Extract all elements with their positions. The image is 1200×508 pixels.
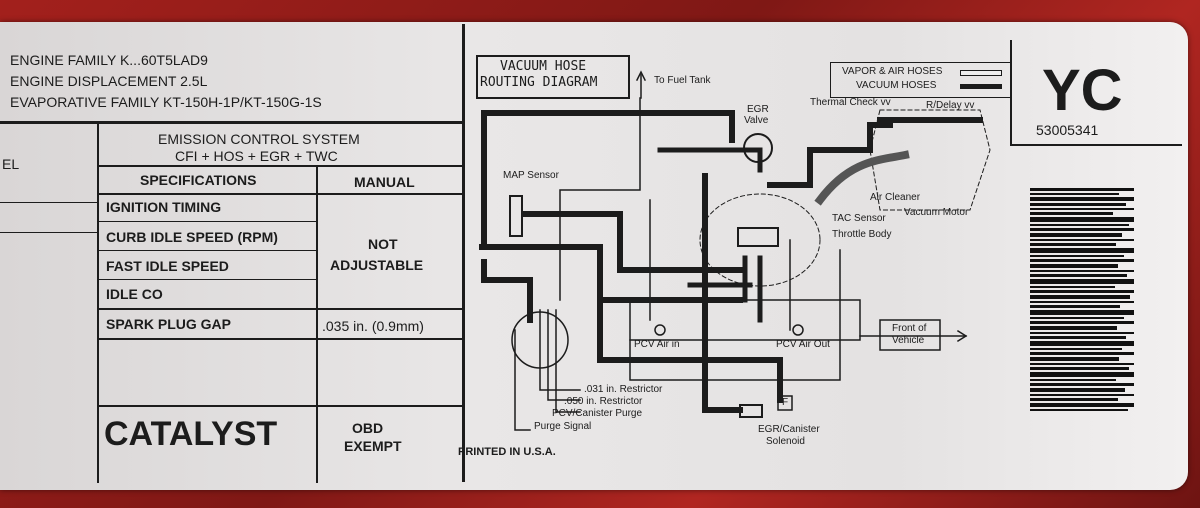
throttle-body-outline [699,193,821,287]
emission-title-line2: CFI + HOS + EGR + TWC [175,148,338,164]
not-adjustable-line2: ADJUSTABLE [330,257,424,273]
fuel-tank-arrow [635,70,647,82]
map-sensor-symbol [509,195,523,237]
engine-family-line: ENGINE FAMILY K...60T5LAD9 [10,52,208,68]
vacuum-hose [481,259,533,323]
table-rule [97,193,462,195]
label-section-divider [462,24,465,482]
egr-valve-label-2: Valve [744,115,769,126]
vacuum-hose [702,173,743,413]
restrictor-031-label: .031 in. Restrictor [584,384,663,395]
legend-vapor-text: VAPOR & AIR HOSES [842,66,943,77]
air-duct [814,150,910,206]
vapor-hose [547,309,581,401]
spark-gap-value: .035 in. (0.9mm) [322,318,424,334]
front-of-vehicle-2: Vehicle [892,335,925,346]
not-adjustable-line1: NOT [368,236,398,252]
egr-valve-label-1: EGR [747,104,769,115]
barcode [1030,188,1134,450]
pcv-canister-purge-label: PCV/Canister Purge [552,408,643,419]
spec-row-idle-co: IDLE CO [106,286,163,302]
left-partial-text: EL [2,156,20,172]
manual-header: MANUAL [354,174,415,190]
f-marker-label: F [782,397,789,408]
table-rule [97,308,462,310]
legend-vacuum-text: VACUUM HOSES [856,80,937,91]
spec-row-curb-idle: CURB IDLE SPEED (RPM) [106,229,278,245]
code-box [1010,40,1182,146]
purge-signal-label: Purge Signal [534,421,592,432]
egr-canister-solenoid [739,404,763,418]
egr-valve-symbol [743,133,773,163]
pcv-air-out-label: PCV Air Out [776,339,830,350]
map-sensor-label: MAP Sensor [503,170,559,181]
catalyst-label: CATALYST [104,415,278,453]
table-rule [97,338,462,340]
pcv-air-in-label: PCV Air in [634,339,680,350]
pcv-air-out-port [792,324,804,336]
manual-col-divider [316,165,318,483]
code-yc: YC [1042,58,1123,123]
f-marker-box [777,395,793,411]
printed-in-usa: PRINTED IN U.S.A. [458,446,556,458]
vacuum-hose [767,122,893,188]
vacuum-hose [657,147,763,173]
r-delay-label: R/Delay vv [926,100,975,111]
purge-canister-circle [511,311,569,369]
vacuum-hose [479,244,743,303]
vacuum-motor-label: Vacuum Motor [904,207,969,218]
specifications-header: SPECIFICATIONS [140,172,257,188]
table-rule [0,202,97,203]
table-rule [0,232,97,233]
air-cleaner-outline [869,109,991,211]
table-rule [97,250,317,251]
vapor-hose [559,97,641,301]
egr-canister-label-2: Solenoid [766,436,805,447]
vapor-hose [629,299,861,341]
table-left-divider [97,121,99,483]
throttle-body-block [737,227,779,247]
spec-row-fast-idle: FAST IDLE SPEED [106,258,229,274]
table-rule [97,405,462,407]
vacuum-hose [523,211,745,273]
table-top-rule [0,121,462,124]
spec-row-spark-plug-gap: SPARK PLUG GAP [106,316,231,332]
engine-displacement-line: ENGINE DISPLACEMENT 2.5L [10,73,208,89]
tac-sensor-label: TAC Sensor [832,213,886,224]
diagram-title-box [476,55,630,99]
fuel-tank-label: To Fuel Tank [654,75,711,86]
pcv-air-in-port [654,324,666,336]
spec-row-ignition-timing: IGNITION TIMING [106,199,222,215]
code-number: 53005341 [1036,122,1099,138]
restrictor-050-label: .050 in. Restrictor [564,396,643,407]
vapor-hose [514,329,531,431]
vapor-hose [555,309,581,413]
table-rule [97,279,317,280]
air-cleaner-label: Air Cleaner [870,192,921,203]
diagram-title-line2: ROUTING DIAGRAM [480,75,598,90]
obd-line1: OBD [352,420,384,436]
legend-vacuum-swatch [960,84,1002,89]
front-of-vehicle-1: Front of [892,323,927,334]
obd-line2: EXEMPT [344,438,402,454]
table-rule [97,221,317,222]
evaporative-family-line: EVAPORATIVE FAMILY KT-150H-1P/KT-150G-1S [10,94,322,110]
egr-canister-label-1: EGR/Canister [758,424,820,435]
thermal-check-label: Thermal Check vv [810,97,891,108]
legend-vapor-swatch [960,70,1002,76]
table-rule [97,165,462,167]
front-arrow-head [956,329,968,343]
front-of-vehicle-box [879,319,941,351]
throttle-body-label: Throttle Body [832,229,892,240]
vapor-hose [539,309,581,391]
vacuum-hose [481,110,735,248]
emission-title-line1: EMISSION CONTROL SYSTEM [158,131,360,147]
emission-label-sticker [0,22,1188,490]
diagram-title-line1: VACUUM HOSE [500,59,587,74]
